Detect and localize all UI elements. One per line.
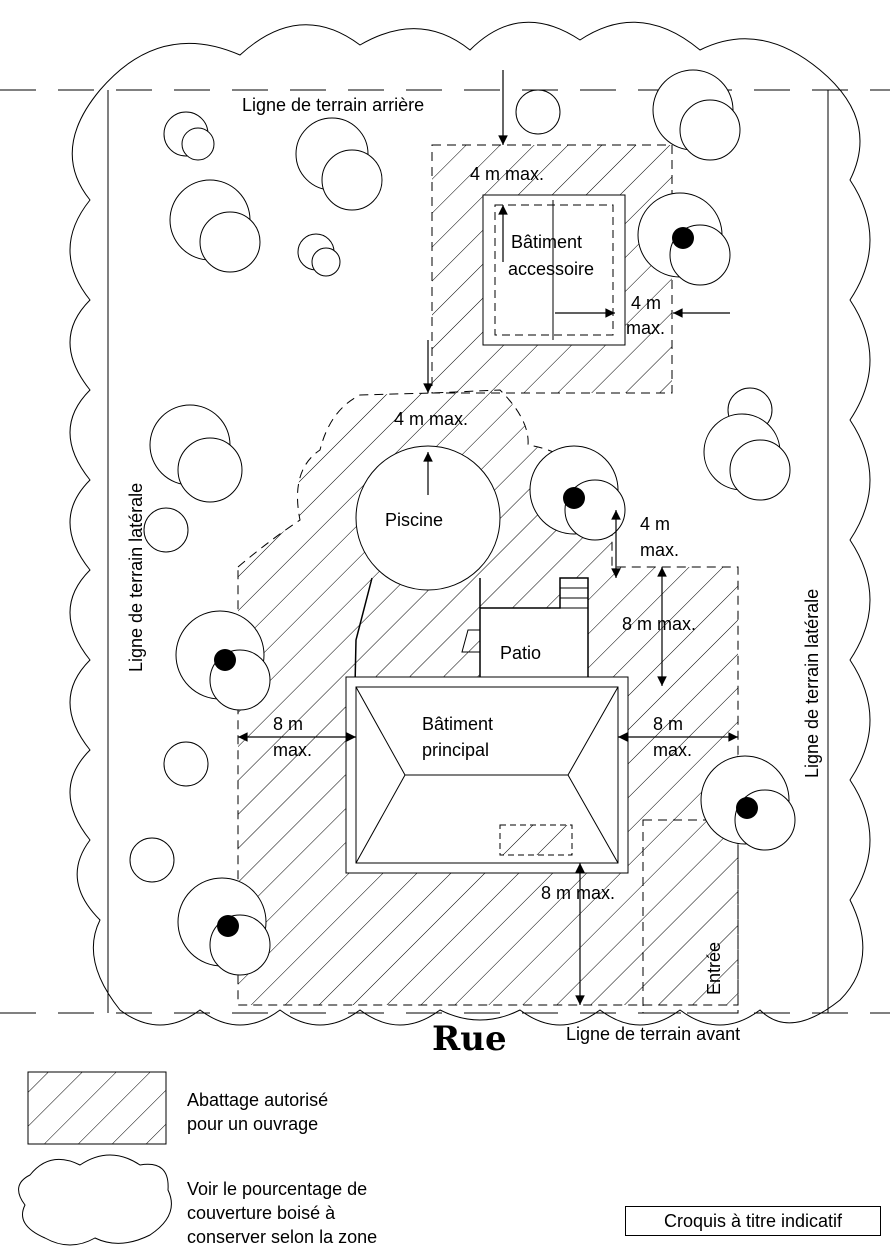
legend-hatch-line2: pour un ouvrage [187,1114,319,1134]
front-8m-label: 8 m max. [541,883,615,903]
legend-cloud-line3: conserver selon la zone [187,1227,378,1247]
legend-cloud-line1: Voir le pourcentage de [187,1179,368,1199]
legend-cloud-text: Voir le pourcentage de couverture boisé … [187,1177,377,1249]
rear-4m-label: 4 m max. [470,164,544,184]
dimension-arrows [238,70,739,1006]
rear-line-label: Ligne de terrain arrière [242,95,424,115]
driveway-label: Entrée [704,942,724,995]
accessory-building [482,194,626,346]
front-line-label: Ligne de terrain avant [566,1024,740,1044]
legend-hatch-line1: Abattage autorisé [187,1090,329,1110]
right-8m-label-2: max. [653,740,692,760]
accessory-label-1: Bâtiment [511,232,582,252]
pool-label: Piscine [385,510,443,530]
patio-4m-label-2: max. [640,540,679,560]
driveway [642,819,739,1014]
legend-cloud-icon [18,1154,172,1246]
legend-hatch-text: Abattage autorisé pour un ouvrage [187,1088,328,1136]
accessory-label-2: accessoire [508,259,594,279]
tree-trunk-icons [214,227,758,937]
patio-label: Patio [500,643,541,663]
legend-cloud-line2: couverture boisé à [187,1203,336,1223]
accessory-side-label-2: max. [626,318,665,338]
right-8m-label-1: 8 m [653,714,683,734]
pool-4m-label: 4 m max. [394,409,468,429]
main-building-label-2: principal [422,740,489,760]
left-side-line-label: Ligne de terrain latérale [126,483,146,672]
pool [355,445,501,591]
right-side-line-label: Ligne de terrain latérale [802,589,822,778]
left-8m-label-2: max. [273,740,312,760]
accessory-side-label-1: 4 m [631,293,661,313]
left-8m-label-1: 8 m [273,714,303,734]
rear-8m-label: 8 m max. [622,614,696,634]
wooded-cover-cloud [69,21,871,1026]
street-label: Rue [432,1019,507,1059]
patio-4m-label-1: 4 m [640,514,670,534]
main-building-label-1: Bâtiment [422,714,493,734]
legend-hatch-swatch [27,1071,167,1145]
indicative-sketch-note: Croquis à titre indicatif [625,1206,881,1236]
